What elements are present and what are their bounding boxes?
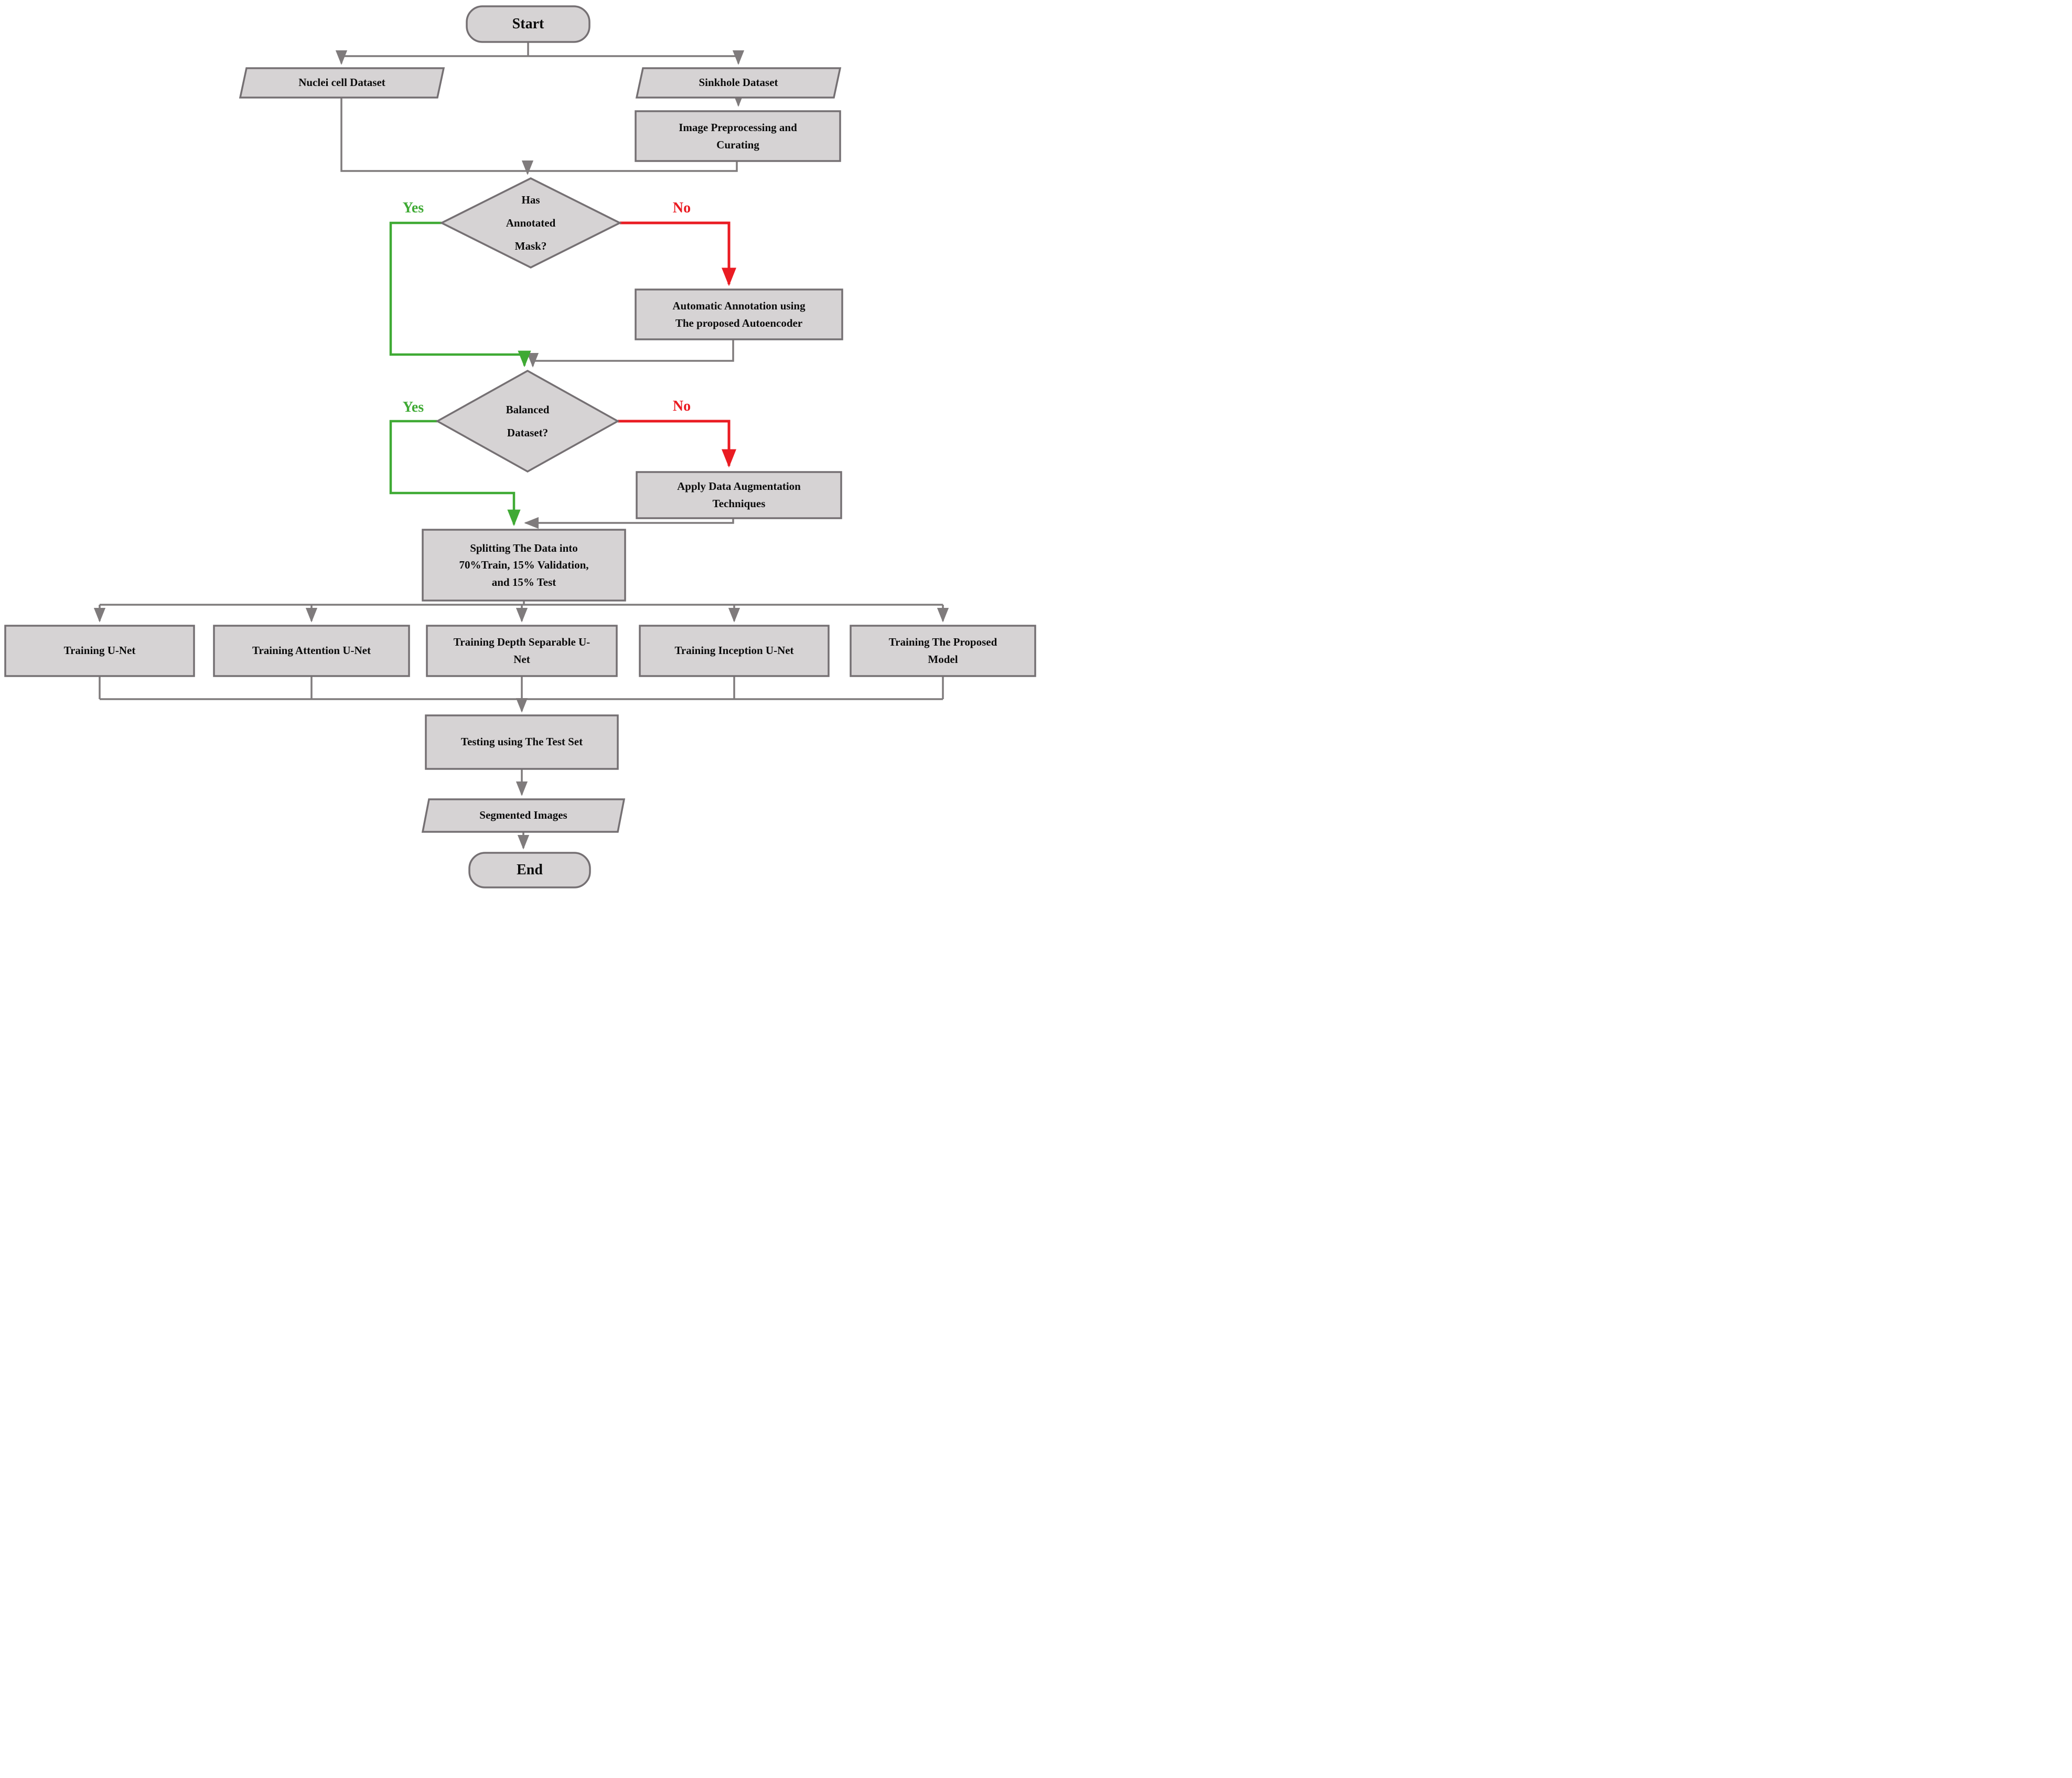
splitting-box-shape: [422, 529, 626, 602]
edge-preprocess-merge: [528, 161, 738, 172]
balanced-no-label: No: [672, 398, 691, 414]
auto-annotation-box-shape: [635, 288, 843, 340]
nuclei-dataset-parallelogram-shape: [239, 67, 445, 99]
preprocessing-box-shape: [635, 110, 841, 162]
balanced-decision-diamond-shape: [435, 369, 620, 473]
end-terminator-shape: [468, 852, 591, 888]
flowchart-canvas: Start Nuclei cell Dataset Sinkhole Datas…: [0, 0, 1036, 889]
train-inception-box-shape: [639, 625, 830, 677]
edge-balanced-yes: [389, 420, 521, 527]
edge-nuclei-merge: [340, 98, 528, 172]
sinkhole-dataset-parallelogram-shape: [635, 67, 842, 99]
balanced-yes-label: Yes: [402, 399, 424, 415]
edge-mask-no: [620, 221, 736, 286]
edge-augmentation-return: [524, 517, 734, 529]
mask-decision-diamond-shape: [439, 177, 622, 269]
edge-balanced-no: [618, 420, 736, 468]
train-depth-box-shape: [426, 625, 618, 677]
train-unet-box-shape: [4, 625, 195, 677]
start-terminator-shape: [466, 5, 591, 43]
edge-autoannotation-return: [527, 339, 734, 368]
edge-mask-yes: [389, 221, 531, 368]
train-proposed-box-shape: [850, 625, 1036, 677]
augmentation-box-shape: [636, 471, 842, 519]
flowchart-graphics: [4, 5, 1036, 888]
mask-yes-label: Yes: [402, 200, 424, 216]
train-attention-box-shape: [213, 625, 410, 677]
testing-box-shape: [425, 714, 619, 770]
mask-no-label: No: [672, 200, 691, 216]
segmented-images-parallelogram-shape: [421, 798, 626, 833]
